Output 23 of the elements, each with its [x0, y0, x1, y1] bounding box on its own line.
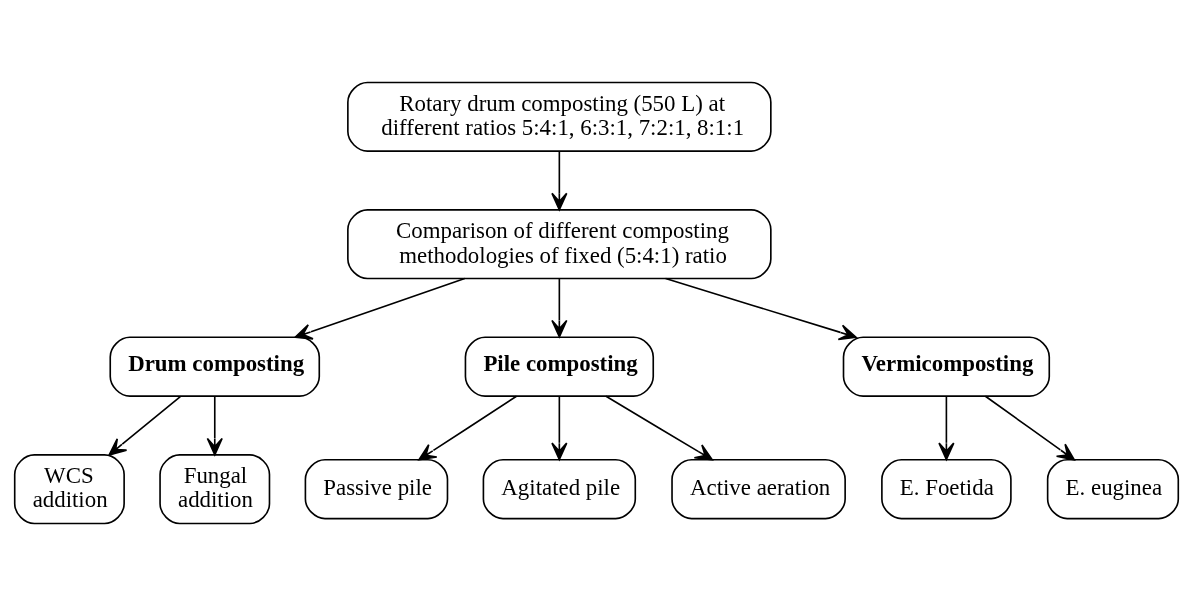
arrow [938, 395, 955, 460]
node-box: Drum composting [109, 335, 321, 397]
arrow [551, 150, 568, 210]
arrow [108, 395, 182, 456]
arrow [206, 395, 223, 456]
node-box: Vermicomposting [842, 335, 1051, 397]
arrow [664, 277, 857, 340]
node-box: Rotary drum composting (550 L) at different ratios 5:4:1, 6:3:1, 7:2:1, 8:1:1 [347, 81, 772, 152]
node-box: E. Foetida [881, 458, 1012, 519]
arrow [984, 394, 1075, 461]
node-box: WCS addition [13, 453, 125, 524]
arrow [418, 394, 518, 461]
node-box: E. euginea [1046, 458, 1180, 519]
arrow [551, 277, 568, 338]
arrow [551, 395, 568, 460]
node-box: Passive pile [304, 458, 449, 519]
node-box: Fungal addition [159, 453, 271, 524]
node-box: Agitated pile [482, 458, 637, 519]
node-box: Active aeration [671, 458, 846, 519]
arrow [605, 394, 713, 461]
arrow [294, 277, 466, 340]
node-box: Pile composting [464, 335, 655, 397]
node-box: Comparison of different composting methodologies of fixed (5:4:1) ratio [347, 208, 772, 279]
